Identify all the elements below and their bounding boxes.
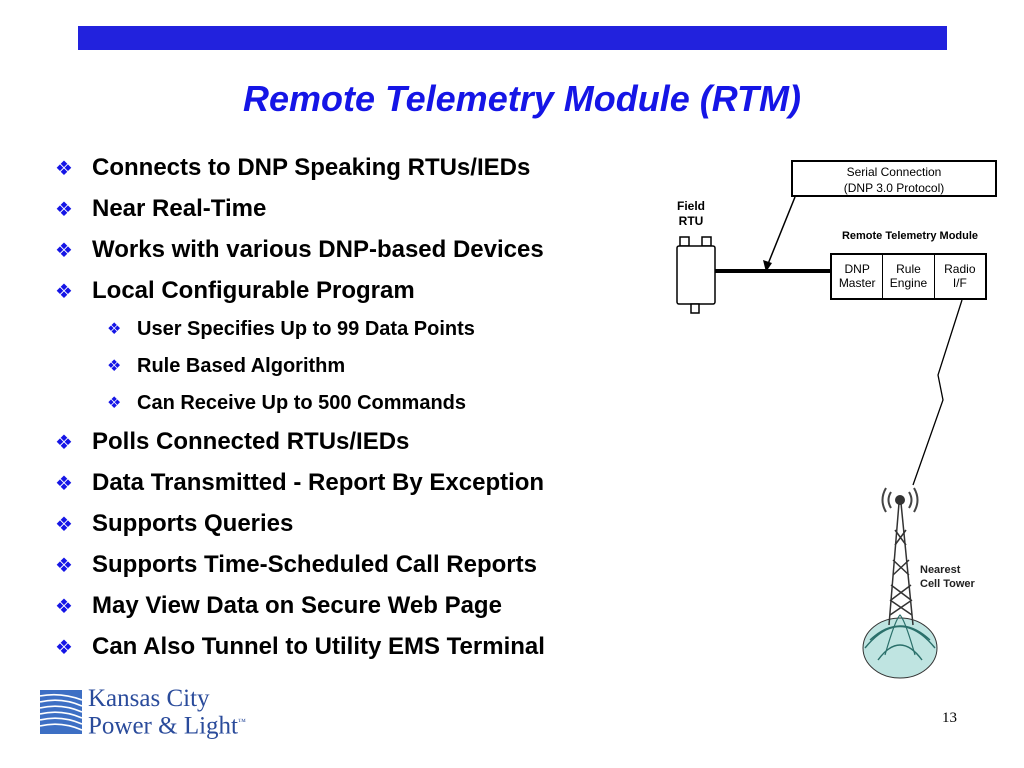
callout-arrow-line [767, 196, 796, 265]
bullet-text: Local Configurable Program [92, 277, 415, 304]
rtm-cell-line2: Engine [889, 276, 928, 290]
field-rtu-label: Field RTU [668, 199, 714, 229]
page-number: 13 [942, 710, 957, 726]
cell-tower-icon [862, 487, 938, 679]
sub-bullet-item: ❖ Can Receive Up to 500 Commands [107, 390, 466, 416]
cell-tower-label: Nearest Cell Tower [920, 563, 975, 591]
field-rtu-label-line2: RTU [678, 214, 704, 228]
slide-title: Remote Telemetry Module (RTM) [242, 78, 802, 119]
rtm-cell-line1: DNP [844, 262, 870, 276]
company-logo: Kansas City Power & Light™ [40, 685, 246, 740]
diamond-bullet-icon: ❖ [55, 280, 73, 303]
diamond-bullet-icon: ❖ [107, 321, 122, 338]
bullet-item: ❖ Data Transmitted - Report By Exception [55, 468, 544, 498]
rtm-cell-line2: I/F [952, 276, 967, 290]
cell-tower-label-line2: Cell Tower [920, 578, 975, 590]
logo-line2: Power & Light™ [88, 710, 246, 740]
rtm-cell-dnp-master: DNP Master [832, 255, 884, 298]
bullet-text: Supports Time-Scheduled Call Reports [92, 551, 537, 578]
rtm-cell-line2: Master [838, 276, 876, 290]
bullet-item: ❖ Works with various DNP-based Devices [55, 235, 544, 265]
diamond-bullet-icon: ❖ [55, 472, 73, 495]
bullet-text: Data Transmitted - Report By Exception [92, 469, 545, 496]
bullet-item: ❖ Local Configurable Program [55, 276, 415, 306]
diamond-bullet-icon: ❖ [107, 358, 122, 375]
diamond-bullet-icon: ❖ [55, 198, 73, 221]
field-rtu-device-icon [676, 236, 716, 314]
cell-tower-label-line1: Nearest [920, 564, 961, 576]
logo-line2-text: Power & Light [88, 712, 238, 740]
rtm-cell-line1: Radio [944, 262, 976, 276]
diamond-bullet-icon: ❖ [55, 157, 73, 180]
logo-line1: Kansas City [88, 685, 210, 712]
diamond-bullet-icon: ❖ [55, 513, 73, 536]
bullet-item: ❖ Supports Queries [55, 509, 293, 539]
bullet-item: ❖ Can Also Tunnel to Utility EMS Terminal [55, 632, 545, 662]
diamond-bullet-icon: ❖ [55, 595, 73, 618]
callout-arrowhead-icon [763, 260, 772, 272]
bullet-text: Near Real-Time [92, 195, 267, 222]
serial-connection-line2: (DNP 3.0 Protocol) [843, 181, 945, 195]
bullet-text: Connects to DNP Speaking RTUs/IEDs [92, 154, 531, 181]
diamond-bullet-icon: ❖ [55, 636, 73, 659]
rtm-title: Remote Telemetry Module [841, 230, 979, 242]
bullet-item: ❖ Near Real-Time [55, 194, 266, 224]
logo-text: Kansas City Power & Light™ [88, 685, 246, 740]
bullet-item: ❖ Supports Time-Scheduled Call Reports [55, 550, 537, 580]
top-accent-bar [78, 26, 947, 50]
bullet-text: May View Data on Secure Web Page [92, 592, 502, 619]
bullet-item: ❖ May View Data on Secure Web Page [55, 591, 502, 621]
radio-link-lightning [912, 299, 963, 486]
bullet-text: Can Receive Up to 500 Commands [137, 391, 466, 414]
diamond-bullet-icon: ❖ [107, 395, 122, 412]
bullet-item: ❖ Connects to DNP Speaking RTUs/IEDs [55, 153, 530, 183]
rtm-box: DNP Master Rule Engine Radio I/F [830, 253, 987, 300]
bullet-text: Rule Based Algorithm [137, 354, 346, 377]
rtm-cell-radio-if: Radio I/F [935, 255, 985, 298]
bullet-text: Can Also Tunnel to Utility EMS Terminal [92, 633, 545, 660]
rtm-cell-line1: Rule [896, 262, 921, 276]
field-rtu-label-line1: Field [676, 199, 705, 213]
serial-connection-box: Serial Connection (DNP 3.0 Protocol) [791, 160, 997, 197]
bullet-text: Polls Connected RTUs/IEDs [92, 428, 410, 455]
rtm-cell-rule-engine: Rule Engine [883, 255, 935, 298]
diamond-bullet-icon: ❖ [55, 554, 73, 577]
kcpl-logo-mark-icon [40, 690, 82, 735]
logo-trademark: ™ [238, 717, 246, 726]
bullet-text: Works with various DNP-based Devices [92, 236, 544, 263]
diamond-bullet-icon: ❖ [55, 431, 73, 454]
sub-bullet-item: ❖ Rule Based Algorithm [107, 353, 345, 379]
serial-connection-line1: Serial Connection [846, 165, 942, 179]
bullet-text: User Specifies Up to 99 Data Points [137, 317, 475, 340]
bullet-item: ❖ Polls Connected RTUs/IEDs [55, 427, 409, 457]
sub-bullet-item: ❖ User Specifies Up to 99 Data Points [107, 316, 475, 342]
diamond-bullet-icon: ❖ [55, 239, 73, 262]
bullet-text: Supports Queries [92, 510, 294, 537]
